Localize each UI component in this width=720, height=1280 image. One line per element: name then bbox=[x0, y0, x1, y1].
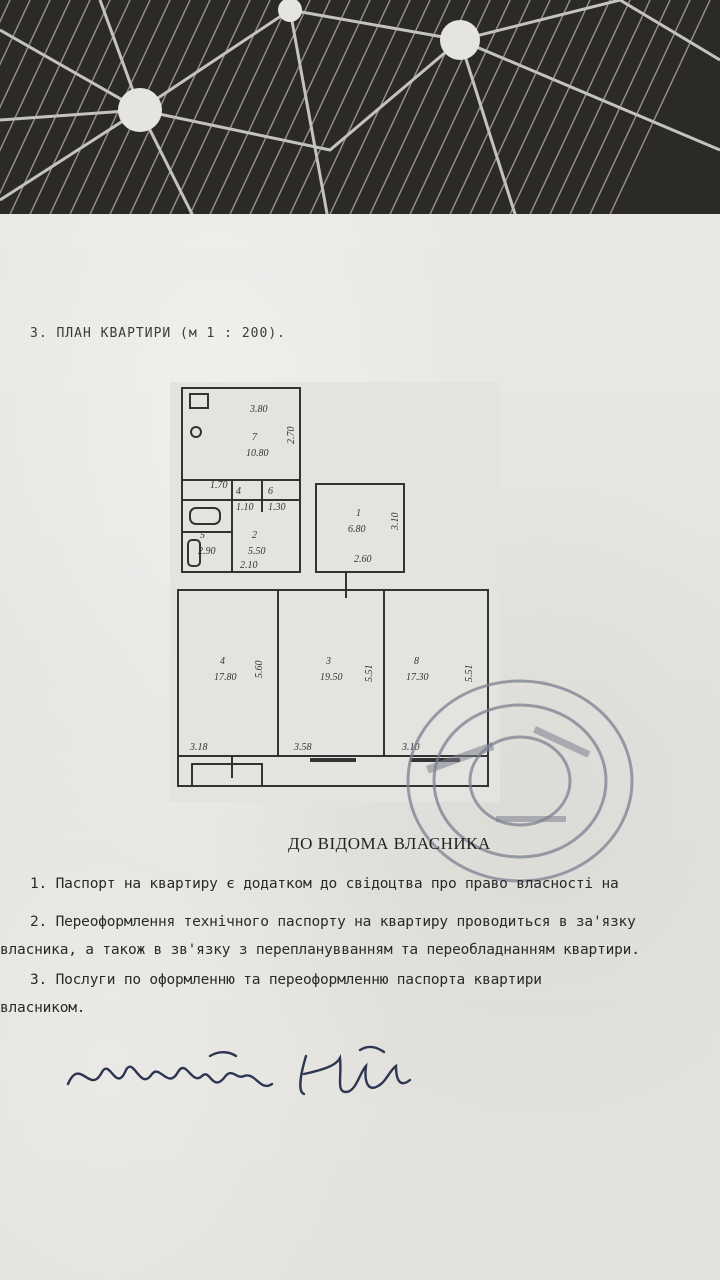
apartment-floor-plan: 7 10.80 3.80 2.70 1 6.80 2.60 3.10 4 1.1… bbox=[170, 382, 500, 802]
notice-line-1: 1. Паспорт на квартиру є додатком до сві… bbox=[30, 876, 619, 892]
notice-title: ДО ВІДОМА ВЛАСНИКА bbox=[288, 834, 491, 853]
svg-text:2.60: 2.60 bbox=[354, 554, 372, 565]
svg-text:3.10: 3.10 bbox=[401, 742, 420, 753]
official-stamp bbox=[406, 679, 634, 883]
svg-text:2.70: 2.70 bbox=[286, 427, 297, 445]
svg-text:4: 4 bbox=[220, 656, 225, 667]
svg-text:1.10: 1.10 bbox=[236, 502, 254, 513]
svg-text:17.30: 17.30 bbox=[406, 672, 429, 683]
svg-text:5.60: 5.60 bbox=[254, 661, 265, 679]
svg-text:5: 5 bbox=[200, 530, 205, 541]
svg-text:3.58: 3.58 bbox=[293, 742, 312, 753]
svg-text:4: 4 bbox=[236, 486, 241, 497]
svg-text:2.10: 2.10 bbox=[240, 560, 258, 571]
svg-text:6.80: 6.80 bbox=[348, 524, 366, 535]
tablecloth-background bbox=[0, 0, 720, 230]
svg-text:3: 3 bbox=[325, 656, 331, 667]
notice-line-2: 2. Переоформлення технічного паспорту на… bbox=[30, 914, 636, 930]
svg-text:2: 2 bbox=[252, 530, 257, 541]
svg-text:3.80: 3.80 bbox=[249, 404, 268, 415]
svg-text:7: 7 bbox=[252, 432, 258, 443]
handwritten-signature bbox=[66, 1045, 412, 1096]
svg-text:6: 6 bbox=[268, 486, 273, 497]
svg-text:5.50: 5.50 bbox=[248, 546, 266, 557]
svg-text:1.30: 1.30 bbox=[268, 502, 286, 513]
svg-text:3.18: 3.18 bbox=[189, 742, 208, 753]
svg-text:10.80: 10.80 bbox=[246, 448, 269, 459]
svg-text:17.80: 17.80 bbox=[214, 672, 237, 683]
svg-text:2.90: 2.90 bbox=[198, 546, 216, 557]
notice-line-3: власника, а також в зв'язку з перепланув… bbox=[0, 942, 640, 958]
svg-text:5.51: 5.51 bbox=[464, 665, 475, 683]
plan-heading: 3. ПЛАН КВАРТИРИ (м 1 : 200). bbox=[30, 326, 286, 341]
svg-text:1: 1 bbox=[356, 508, 361, 519]
notice-line-4: 3. Послуги по оформленню та переоформлен… bbox=[30, 972, 542, 988]
document-sheet: 3. ПЛАН КВАРТИРИ (м 1 : 200). bbox=[0, 214, 720, 1280]
notice-line-5: власником. bbox=[0, 1000, 86, 1016]
svg-text:3.10: 3.10 bbox=[390, 513, 401, 532]
svg-text:5.51: 5.51 bbox=[364, 665, 375, 683]
svg-text:1.70: 1.70 bbox=[210, 480, 228, 491]
svg-text:8: 8 bbox=[414, 656, 419, 667]
svg-text:19.50: 19.50 bbox=[320, 672, 343, 683]
